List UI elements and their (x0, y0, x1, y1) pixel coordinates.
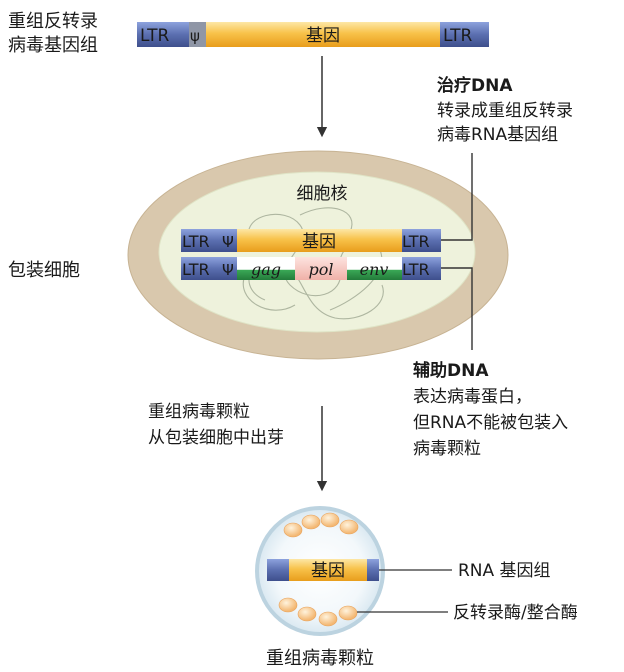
therapy-line-2: 病毒RNA基因组 (437, 125, 558, 145)
enzyme-bead (318, 611, 338, 627)
therapy-ltr-right-label: LTR (402, 232, 430, 251)
enzyme-bead (283, 522, 303, 538)
helper-ltr-right-block (402, 257, 441, 280)
enzyme-label: 反转录酶/整合酶 (453, 603, 578, 623)
top-gene-label: 基因 (306, 26, 340, 46)
enzyme-bead (297, 606, 317, 622)
therapy-gene-label: 基因 (302, 232, 336, 252)
therapy-gene-block (237, 229, 402, 252)
therapy-ltr-right-block (402, 229, 441, 252)
particle-gene-label: 基因 (311, 561, 345, 581)
therapy-ltr-left-label: LTR (182, 232, 210, 251)
top-ltr-left-label: LTR (140, 26, 170, 46)
helper-line-3: 病毒颗粒 (413, 439, 481, 459)
top-gene-block (206, 22, 440, 47)
helper-gag-block (237, 257, 295, 280)
helper-ltr-left-label: LTR (182, 260, 210, 279)
helper-ltr-left-block (181, 257, 237, 280)
top-label-line-1: 重组反转录 (8, 11, 98, 32)
nucleus-helper-bar: LTR Ψ gag pol env LTR (181, 257, 441, 280)
particle-gene-block (289, 559, 367, 581)
helper-line-1: 表达病毒蛋白， (413, 387, 532, 407)
helper-gag-label: gag (251, 260, 281, 279)
helper-connector-line (441, 267, 473, 350)
top-ltr-left-block (137, 22, 189, 47)
budding-line-1: 重组病毒颗粒 (148, 402, 250, 422)
helper-pol-label: pol (309, 260, 334, 279)
top-psi-block (189, 22, 206, 47)
enzyme-bead (339, 519, 359, 535)
budding-line-2: 从包装细胞中出芽 (148, 428, 284, 448)
helper-title: 辅助DNA (413, 360, 489, 381)
helper-psi-label: Ψ (222, 261, 234, 279)
helper-line-2: 但RNA不能被包装入 (413, 413, 568, 433)
top-ltr-right-label: LTR (443, 26, 473, 46)
helper-env-block (347, 257, 402, 280)
enzyme-beads-top (283, 512, 359, 538)
nucleus-label: 细胞核 (297, 184, 348, 204)
therapy-line-1: 转录成重组反转录 (437, 101, 573, 121)
therapy-ltr-left-block (181, 229, 237, 252)
therapy-psi-label: Ψ (222, 233, 234, 251)
rna-genome-label: RNA 基因组 (458, 561, 551, 581)
cell-label: 包装细胞 (8, 260, 80, 281)
helper-pol-block (295, 257, 347, 280)
therapy-title: 治疗DNA (437, 75, 513, 96)
helper-ltr-right-label: LTR (402, 260, 430, 279)
top-ltr-right-block (440, 22, 489, 47)
enzyme-bead (278, 597, 298, 613)
top-psi-label: ψ (190, 27, 200, 45)
particle-ltr-right-block (367, 559, 379, 581)
enzyme-bead (320, 512, 340, 528)
nucleus-therapy-bar: LTR Ψ 基因 LTR (181, 229, 441, 252)
enzyme-beads-bottom (278, 597, 358, 627)
enzyme-bead (301, 514, 321, 530)
particle-ltr-left-block (267, 559, 289, 581)
particle-caption: 重组病毒颗粒 (266, 648, 374, 669)
helper-env-label: env (360, 260, 389, 279)
particle-rna-bar: 基因 (267, 559, 379, 581)
therapy-connector-line (441, 153, 473, 241)
top-genome-bar: LTR ψ 基因 LTR (137, 22, 489, 47)
top-label-line-2: 病毒基因组 (8, 35, 98, 56)
enzyme-bead (338, 605, 358, 621)
